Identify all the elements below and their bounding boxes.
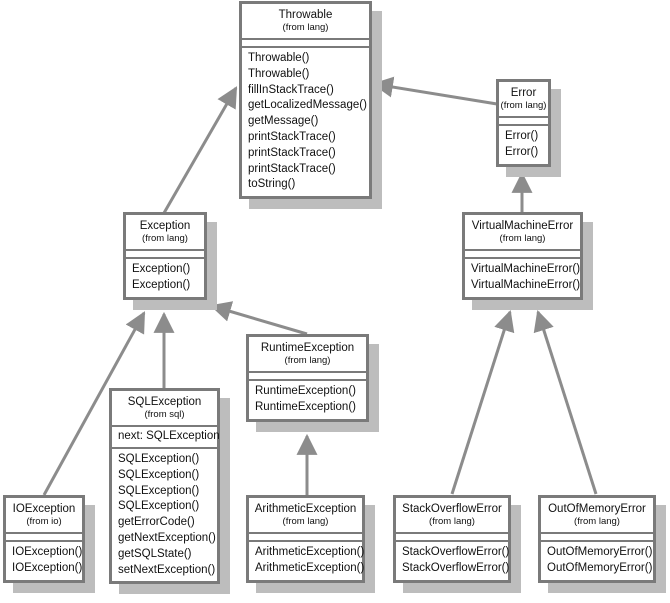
operation: StackOverflowError() xyxy=(402,546,510,558)
attributes-compartment xyxy=(126,249,204,257)
class-package: (from lang) xyxy=(429,516,475,527)
attributes-compartment: next: SQLException xyxy=(112,425,220,447)
class-ioexception[interactable]: IOException (from io) IOException() IOEx… xyxy=(3,495,85,583)
attributes-compartment xyxy=(249,371,366,379)
operations-compartment: Exception() Exception() xyxy=(126,257,204,297)
operation: getMessage() xyxy=(248,115,319,128)
operation: OutOfMemoryError() xyxy=(547,561,653,574)
class-throwable[interactable]: Throwable (from lang) Throwable() Throwa… xyxy=(239,1,372,200)
class-name: StackOverflowError xyxy=(402,503,502,515)
operations-compartment: Error() Error() xyxy=(499,124,548,164)
class-name: IOException xyxy=(12,503,76,515)
operation: Error() xyxy=(505,145,539,158)
operations-compartment: IOException() IOException() xyxy=(6,540,82,580)
operation: RuntimeException() xyxy=(255,400,356,413)
class-outofmemoryerror[interactable]: OutOfMemoryError (from lang) OutOfMemory… xyxy=(538,495,656,583)
class-name: Throwable xyxy=(278,9,333,21)
class-name: VirtualMachineError xyxy=(471,220,574,232)
operation: Exception() xyxy=(132,263,191,275)
operation: ArithmeticException() xyxy=(255,546,365,558)
arrow-exception-to-throwable xyxy=(162,86,238,214)
operation: RuntimeException() xyxy=(255,385,356,397)
operation: getErrorCode() xyxy=(118,516,195,529)
class-name: Error xyxy=(510,87,537,99)
class-package: (from sql) xyxy=(144,409,185,420)
arrow-outofmemoryerror-to-virtualmachineerror xyxy=(533,309,598,495)
operation: VirtualMachineError() xyxy=(471,278,581,291)
operation: getLocalizedMessage() xyxy=(248,99,367,112)
class-name: OutOfMemoryError xyxy=(548,503,646,515)
class-stackoverflowerror[interactable]: StackOverflowError (from lang) StackOver… xyxy=(393,495,511,583)
operation: printStackTrace() xyxy=(248,130,336,143)
class-exception[interactable]: Exception (from lang) Exception() Except… xyxy=(123,212,207,300)
arrow-ioexception-to-exception xyxy=(42,311,146,496)
class-error[interactable]: Error (from lang) Error() Error() xyxy=(496,79,551,167)
operations-compartment: ArithmeticException() ArithmeticExceptio… xyxy=(249,540,365,580)
attributes-compartment xyxy=(541,532,653,540)
arrow-runtimeexception-to-exception xyxy=(209,301,308,336)
operation: IOException() xyxy=(12,561,83,574)
operation: getNextException() xyxy=(118,531,216,544)
operation: StackOverflowError() xyxy=(402,561,510,574)
operation: Throwable() xyxy=(248,52,310,64)
class-package: (from lang) xyxy=(284,355,331,366)
class-package: (from lang) xyxy=(574,516,620,527)
attributes-compartment xyxy=(499,116,548,124)
operation: Throwable() xyxy=(248,67,310,80)
arrow-stackoverflowerror-to-virtualmachineerror xyxy=(450,309,515,495)
operation: VirtualMachineError() xyxy=(471,263,581,275)
operations-compartment: OutOfMemoryError() OutOfMemoryError() xyxy=(541,540,653,580)
operation: setNextException() xyxy=(118,563,216,576)
attributes-compartment xyxy=(396,532,508,540)
operation: toString() xyxy=(248,178,296,191)
operation: SQLException() xyxy=(118,500,200,513)
attributes-compartment xyxy=(465,249,580,257)
class-package: (from lang) xyxy=(500,100,547,111)
operation: printStackTrace() xyxy=(248,162,336,175)
class-runtimeexception[interactable]: RuntimeException (from lang) RuntimeExce… xyxy=(246,334,369,422)
arrow-error-to-throwable xyxy=(371,76,498,106)
operation: IOException() xyxy=(12,546,83,558)
operations-compartment: SQLException() SQLException() SQLExcepti… xyxy=(112,447,217,581)
operation: SQLException() xyxy=(118,453,200,465)
class-package: (from lang) xyxy=(499,233,546,244)
attributes-compartment xyxy=(6,532,82,540)
operation: SQLException() xyxy=(118,484,200,497)
operation: Exception() xyxy=(132,278,191,291)
class-arithmeticexception[interactable]: ArithmeticException (from lang) Arithmet… xyxy=(246,495,365,583)
operation: printStackTrace() xyxy=(248,146,336,159)
operations-compartment: Throwable() Throwable() fillInStackTrace… xyxy=(242,46,369,196)
operation: fillInStackTrace() xyxy=(248,83,334,96)
attribute: next: SQLException xyxy=(118,430,220,442)
attributes-compartment xyxy=(249,532,362,540)
class-name: ArithmeticException xyxy=(254,503,357,515)
class-sqlexception[interactable]: SQLException (from sql) next: SQLExcepti… xyxy=(109,388,220,585)
operations-compartment: VirtualMachineError() VirtualMachineErro… xyxy=(465,257,580,297)
operation: Error() xyxy=(505,130,539,142)
class-name: SQLException xyxy=(127,396,202,408)
class-virtualmachineerror[interactable]: VirtualMachineError (from lang) VirtualM… xyxy=(462,212,583,300)
attributes-compartment xyxy=(242,38,369,46)
operations-compartment: RuntimeException() RuntimeException() xyxy=(249,379,366,419)
operation: ArithmeticException() xyxy=(255,561,365,574)
operation: getSQLState() xyxy=(118,547,192,560)
operation: SQLException() xyxy=(118,468,200,481)
class-name: RuntimeException xyxy=(260,342,355,354)
class-package: (from lang) xyxy=(282,22,329,33)
operations-compartment: StackOverflowError() StackOverflowError(… xyxy=(396,540,510,580)
class-package: (from lang) xyxy=(282,516,329,527)
operation: OutOfMemoryError() xyxy=(547,546,653,558)
class-package: (from io) xyxy=(26,516,62,527)
class-package: (from lang) xyxy=(142,233,188,244)
class-name: Exception xyxy=(139,220,191,232)
